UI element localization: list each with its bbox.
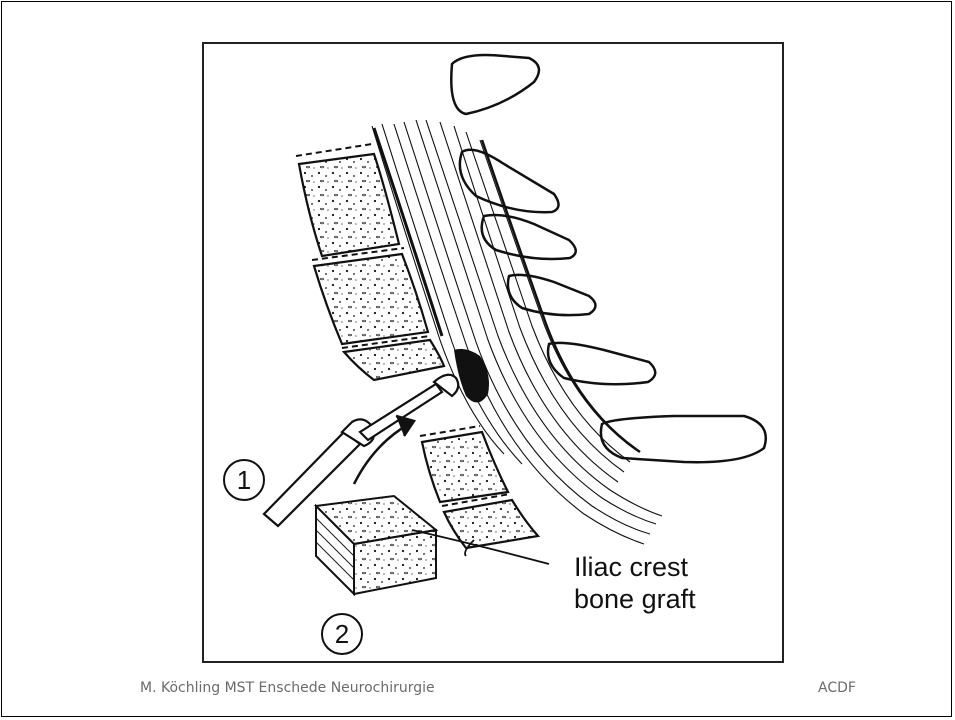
spinous-processes	[451, 55, 766, 462]
graft-label-line1: Iliac crest	[574, 552, 689, 582]
footer-author: M. Köchling MST Enschede Neurochirurgie	[140, 680, 435, 696]
callout-1: 1	[224, 460, 264, 500]
graft-label-line2: bone graft	[574, 584, 696, 614]
vertebral-bodies	[299, 154, 538, 548]
svg-text:2: 2	[335, 619, 349, 649]
footer-topic: ACDF	[818, 680, 856, 696]
spine-drawing: 1 2 Iliac crest bone graft	[204, 44, 782, 661]
bone-graft-block	[316, 496, 436, 594]
svg-text:1: 1	[237, 465, 251, 495]
discectomy-site	[454, 349, 489, 403]
acdf-illustration: 1 2 Iliac crest bone graft	[202, 42, 784, 663]
callout-2: 2	[322, 614, 362, 654]
